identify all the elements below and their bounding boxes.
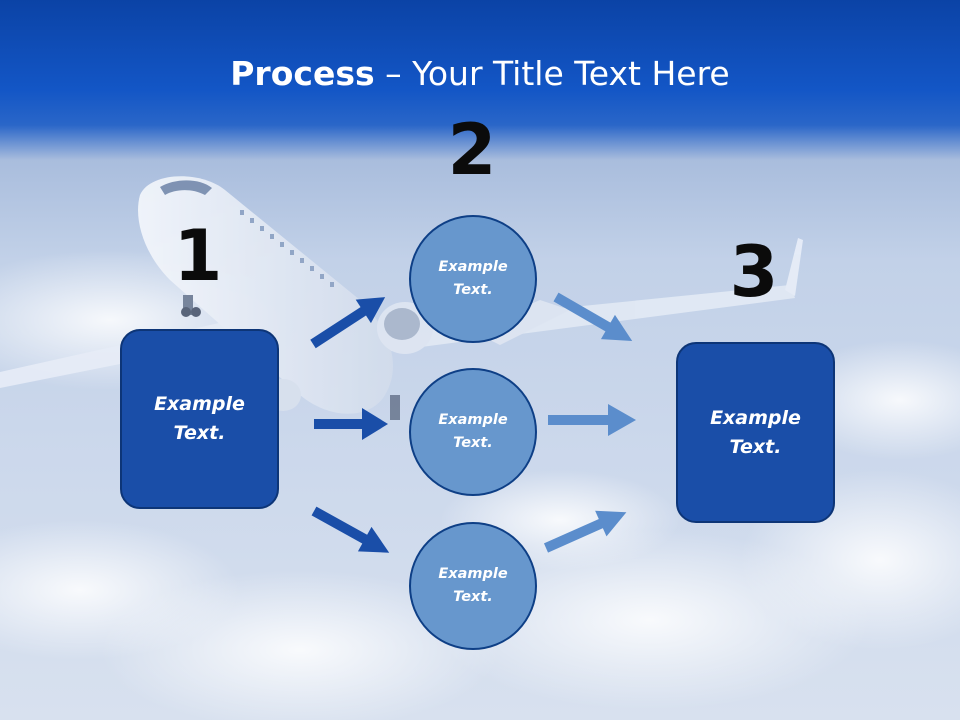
title-rest: – Your Title Text Here xyxy=(374,54,730,93)
step-number-1: 1 xyxy=(173,215,223,297)
circle-bottom-text: Example Text. xyxy=(438,566,508,605)
arrows-right xyxy=(543,292,636,553)
arrow-left-to-bottom xyxy=(311,506,390,553)
circle-top-text: Example Text. xyxy=(438,259,508,298)
arrow-top-to-right xyxy=(553,292,633,341)
slide-title: Process – Your Title Text Here xyxy=(0,52,960,96)
arrows-left xyxy=(310,297,390,553)
right-process-box: Example Text. xyxy=(676,342,835,523)
title-bold: Process xyxy=(230,54,375,93)
arrow-left-to-middle xyxy=(314,408,388,440)
process-circle-top: Example Text. xyxy=(409,215,537,343)
arrow-middle-to-right xyxy=(548,404,636,436)
step-number-3: 3 xyxy=(729,231,779,313)
step-number-2: 2 xyxy=(447,109,497,191)
process-circle-middle: Example Text. xyxy=(409,368,537,496)
arrow-bottom-to-right xyxy=(543,510,627,553)
circle-middle-text: Example Text. xyxy=(438,412,508,451)
process-circle-bottom: Example Text. xyxy=(409,522,537,650)
left-box-text: Example Text. xyxy=(154,393,245,444)
left-process-box: Example Text. xyxy=(120,329,279,509)
right-box-text: Example Text. xyxy=(710,406,801,458)
arrow-left-to-top xyxy=(310,297,386,349)
